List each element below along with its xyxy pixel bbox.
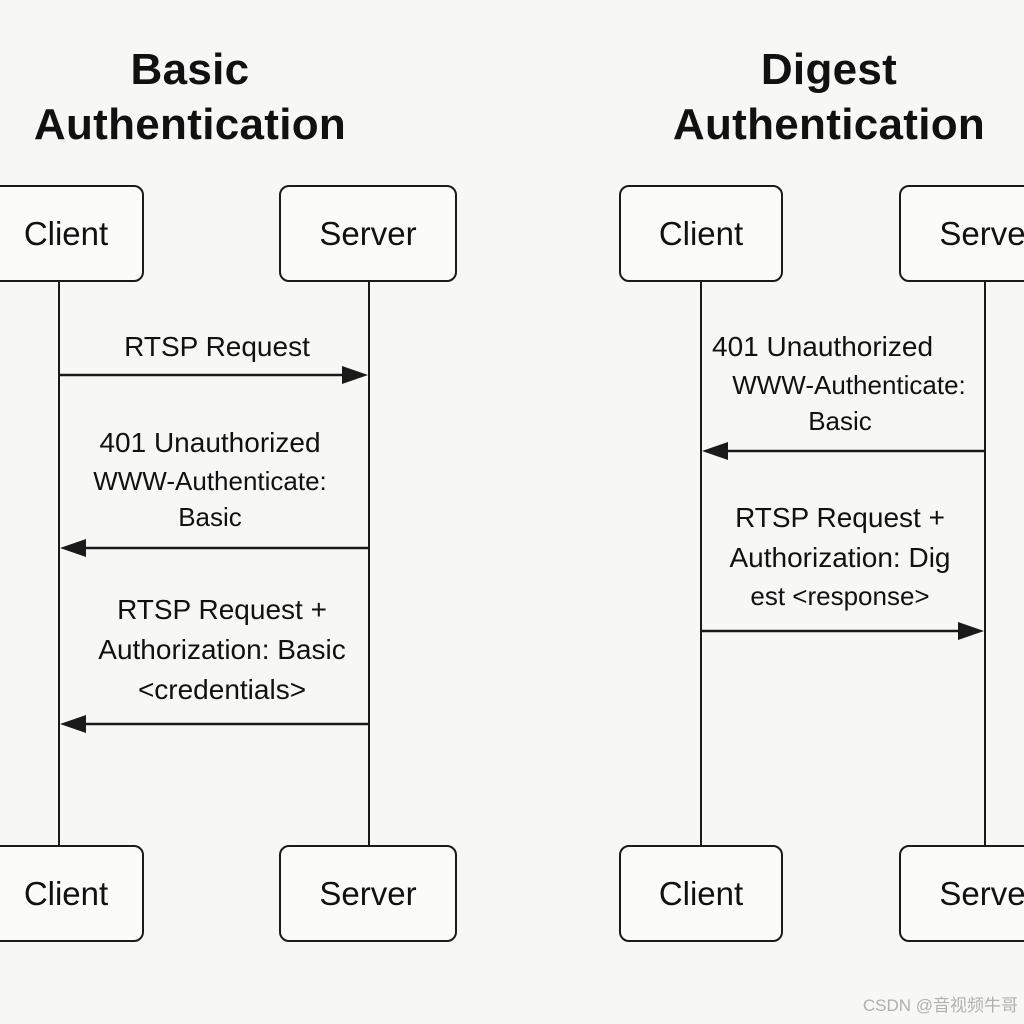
basic-message-2-label: 401 Unauthorized WWW-Authenticate: Basic xyxy=(50,423,370,535)
basic-message-2-line-1: 401 Unauthorized xyxy=(99,427,321,458)
basic-message-3-line-1: RTSP Request + xyxy=(117,594,327,625)
digest-server-box-bottom: Server xyxy=(899,845,1024,942)
basic-server-lifeline xyxy=(368,282,370,845)
basic-auth-diagram: Basic Authentication Client Server RTSP … xyxy=(0,42,457,942)
digest-auth-diagram: Digest Authentication Client Server 401 … xyxy=(512,0,1024,1024)
basic-auth-title-line2: Authentication xyxy=(33,100,347,149)
basic-client-box-bottom: Client xyxy=(0,845,144,942)
basic-message-3-label: RTSP Request + Authorization: Basic <cre… xyxy=(72,590,372,710)
digest-client-box-top: Client xyxy=(619,185,783,282)
basic-auth-title: Basic Authentication xyxy=(0,42,380,152)
digest-message-1-line-1: 401 Unauthorized xyxy=(712,331,934,362)
basic-message-1-label: RTSP Request xyxy=(58,327,376,367)
basic-message-2-arrow xyxy=(60,539,369,557)
digest-server-lifeline xyxy=(984,282,986,845)
digest-auth-title-line1: Digest xyxy=(760,45,898,94)
digest-server-label-bottom: Server xyxy=(939,874,1024,912)
digest-message-1-line-3: Basic xyxy=(808,406,872,436)
digest-auth-title: Digest Authentication xyxy=(654,42,1004,152)
digest-client-lifeline xyxy=(700,282,702,845)
basic-message-2-line-3: Basic xyxy=(178,502,242,532)
basic-client-label-bottom: Client xyxy=(23,874,109,912)
digest-message-2-line-2: Authorization: Dig xyxy=(729,542,951,573)
digest-message-2-label: RTSP Request + Authorization: Dig est <r… xyxy=(700,498,980,614)
basic-message-3-line-2: Authorization: Basic xyxy=(98,634,346,665)
basic-message-2-line-2: WWW-Authenticate: xyxy=(93,466,327,496)
basic-server-box-bottom: Server xyxy=(279,845,457,942)
basic-server-label-top: Server xyxy=(319,214,417,252)
basic-message-3-arrow xyxy=(60,715,369,733)
basic-message-3-line-3: <credentials> xyxy=(137,674,307,705)
digest-message-1-label: 401 Unauthorized WWW-Authenticate: Basic xyxy=(690,327,990,439)
digest-client-label-bottom: Client xyxy=(658,874,744,912)
watermark: CSDN @音视频牛哥 xyxy=(862,996,1018,1015)
basic-message-1-line-1: RTSP Request xyxy=(124,331,310,362)
digest-client-label-top: Client xyxy=(658,214,744,252)
digest-message-1-arrow xyxy=(702,442,985,460)
basic-auth-title-line1: Basic xyxy=(130,45,250,94)
basic-message-1-arrow xyxy=(59,366,368,384)
digest-server-label-top: Server xyxy=(939,214,1024,252)
digest-message-2-line-1: RTSP Request + xyxy=(735,502,945,533)
basic-server-box-top: Server xyxy=(279,185,457,282)
digest-server-box-top: Server xyxy=(899,185,1024,282)
digest-auth-title-line2: Authentication xyxy=(672,100,986,149)
basic-client-label-top: Client xyxy=(23,214,109,252)
basic-client-lifeline xyxy=(58,282,60,845)
digest-message-1-line-2: WWW-Authenticate: xyxy=(732,370,966,400)
digest-message-2-line-3: est <response> xyxy=(750,581,930,611)
digest-message-2-arrow xyxy=(701,622,984,640)
basic-client-box-top: Client xyxy=(0,185,144,282)
basic-server-label-bottom: Server xyxy=(319,874,417,912)
digest-client-box-bottom: Client xyxy=(619,845,783,942)
